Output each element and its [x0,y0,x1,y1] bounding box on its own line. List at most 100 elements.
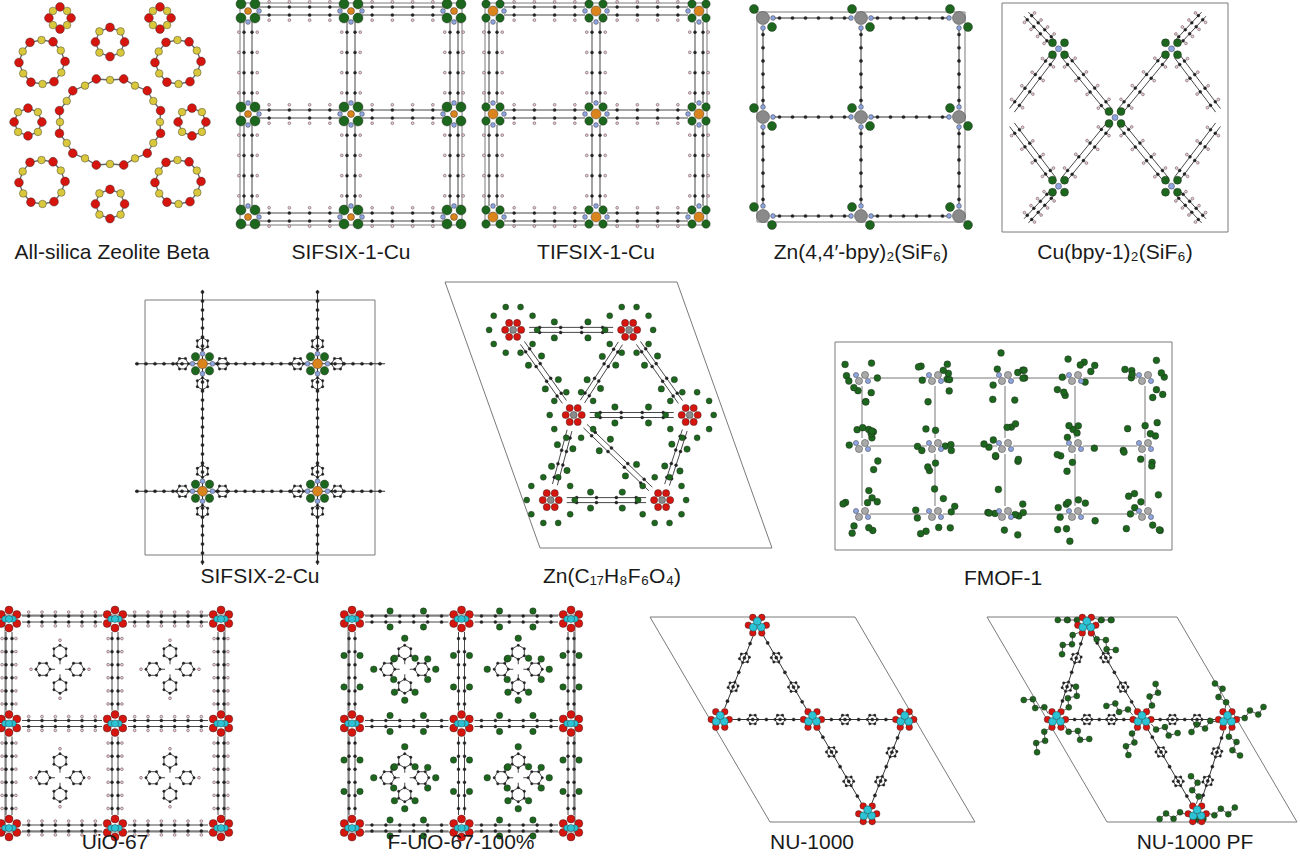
atom [1037,211,1040,214]
atom [325,489,330,494]
atom [935,524,942,531]
atom [604,51,607,54]
atom [371,14,374,17]
atom [234,490,237,493]
atom [325,361,330,366]
atom [163,21,171,29]
atom [551,490,558,497]
atom [761,33,764,36]
zn-c17h8f6o4-structure [445,282,772,548]
atom [750,5,759,14]
atom [106,160,114,168]
atom [143,86,152,95]
atom [482,103,490,111]
atom [528,347,531,350]
atom [315,371,320,376]
atom [934,371,941,378]
atom [1153,153,1156,156]
atom [902,214,905,217]
atom [496,51,499,54]
atom [547,497,554,504]
atom [1042,79,1045,82]
atom [63,21,71,29]
bond [362,15,443,16]
atom [596,448,602,454]
atom [902,16,905,19]
aromatic-ring [70,772,84,784]
bond [640,341,682,400]
atom [246,101,251,106]
atom [640,350,643,353]
atom [174,118,183,127]
atom [57,47,65,55]
atom [791,115,794,118]
atom [1117,108,1125,116]
atom [1147,430,1154,437]
atom [443,194,446,197]
atom [171,490,174,493]
atom [656,220,659,223]
atom [340,194,343,197]
atom [915,115,918,118]
atom [1104,132,1107,135]
atom [1054,526,1061,533]
bond [244,125,245,206]
atom [339,205,349,215]
atom [1123,100,1126,103]
atom [1161,169,1164,172]
atom [197,57,206,66]
atom [684,446,690,452]
atom [117,49,125,57]
bond [1145,386,1146,438]
atom [864,499,871,506]
atom [391,220,394,223]
atom [861,507,868,514]
atom [1063,66,1066,69]
atom [482,31,485,34]
atom [169,658,171,660]
atom [268,225,271,228]
atom [1066,538,1073,545]
atom [186,197,195,206]
atom [688,51,691,54]
atom [551,319,557,325]
atom [855,513,862,520]
atom [316,516,318,518]
atom [442,116,452,126]
bond [871,117,949,118]
atom [482,194,485,197]
aromatic-ring [332,486,344,496]
atom [1124,425,1131,432]
atom [845,378,852,385]
atom [1136,508,1141,513]
atom [946,104,955,113]
atom [560,449,563,452]
atom [804,214,807,217]
atom [1052,167,1055,170]
atom [305,361,310,366]
atom [449,194,452,197]
atom [316,425,319,428]
atom [595,412,601,418]
atom [607,341,613,347]
atom [178,357,180,359]
atom [1153,357,1160,364]
atom [316,380,319,383]
atom [830,214,833,217]
atom [585,71,588,74]
atom [658,386,664,392]
atom [201,335,204,338]
atom [155,674,157,676]
atom [1188,19,1191,22]
atom [456,13,466,23]
atom [293,357,295,359]
atom [669,441,675,447]
atom [613,362,619,368]
atom [63,139,71,147]
atom [308,220,311,223]
atom [761,46,764,49]
atom [513,103,516,106]
bond [862,454,863,506]
atom [1131,490,1138,497]
atom [315,479,320,484]
